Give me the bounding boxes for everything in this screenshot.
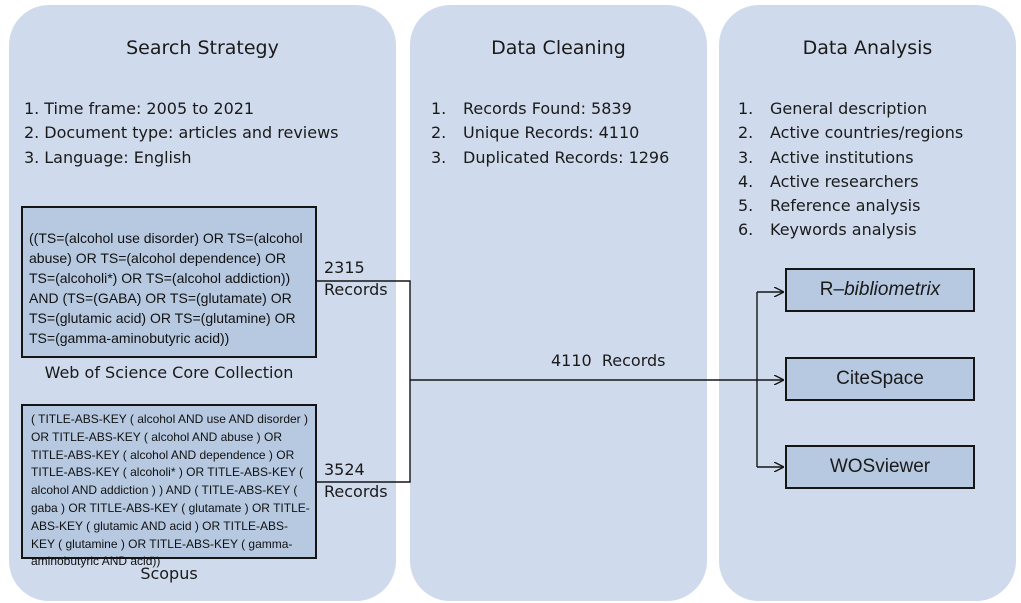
- method-text: Active countries/regions: [770, 123, 964, 143]
- method-item: 4. Active researchers: [738, 170, 1008, 194]
- search-criteria-list: 1.Time frame: 2005 to 2021 2.Document ty…: [24, 97, 384, 170]
- data-cleaning-title: Data Cleaning: [491, 37, 626, 59]
- criteria-text: Time frame: 2005 to 2021: [44, 99, 255, 118]
- merged-count-value: 4110: [551, 351, 592, 370]
- method-number: 4.: [738, 171, 754, 191]
- wos-connector-line: [317, 280, 411, 380]
- scopus-query-box: ( TITLE-ABS-KEY ( alcohol AND use AND di…: [21, 404, 317, 568]
- method-number: 1.: [738, 99, 754, 118]
- search-strategy-title: Search Strategy: [126, 37, 279, 59]
- wos-count-unit: Records: [324, 280, 388, 299]
- method-text: General description: [770, 99, 928, 118]
- analysis-methods-list: 1. General description 2. Active countries…: [738, 97, 1008, 243]
- method-item: 1. General description: [738, 97, 1008, 121]
- criteria-item: 1.Time frame: 2005 to 2021: [24, 97, 384, 121]
- method-number: 5.: [738, 196, 754, 216]
- stats-number: 3.: [431, 147, 447, 167]
- r-bibliometrix-prefix: R–: [819, 279, 845, 300]
- method-text: Active institutions: [770, 147, 914, 167]
- criteria-item: 2.Document type: articles and reviews: [24, 121, 384, 145]
- stats-item: 3. Duplicated Records: 1296: [431, 146, 701, 170]
- method-item: 3. Active institutions: [738, 146, 1008, 170]
- r-bibliometrix-box: R–bibliometrix: [785, 268, 975, 312]
- wos-query-box: ((TS=(alcohol use disorder) OR TS=(alcoh…: [21, 206, 317, 358]
- scopus-source-label: Scopus: [140, 564, 198, 583]
- merged-record-count: 4110 Records: [551, 351, 666, 370]
- stats-text: Duplicated Records: 1296: [463, 147, 670, 167]
- criteria-text: Language: English: [44, 147, 192, 167]
- cleaning-stats-list: 1. Records Found: 5839 2. Unique Records: …: [431, 97, 701, 170]
- method-number: 6.: [738, 220, 754, 240]
- criteria-item: 3.Language: English: [24, 146, 384, 170]
- merged-count-unit: Records: [601, 351, 666, 370]
- method-item: 6. Keywords analysis: [738, 218, 1008, 242]
- stats-number: 1.: [431, 99, 447, 118]
- scopus-count-value: 3524: [324, 460, 365, 479]
- scopus-count-unit: Records: [324, 482, 388, 501]
- data-analysis-title: Data Analysis: [802, 37, 933, 59]
- method-text: Reference analysis: [770, 196, 921, 216]
- stats-number: 2.: [431, 123, 447, 143]
- method-number: 2.: [738, 123, 754, 143]
- citespace-box: CiteSpace: [785, 357, 975, 401]
- scopus-record-count: 3524 Records: [324, 459, 388, 503]
- wos-count-value: 2315: [324, 258, 365, 277]
- stats-item: 1. Records Found: 5839: [431, 97, 701, 121]
- criteria-number: 2.: [24, 123, 40, 143]
- wos-record-count: 2315 Records: [324, 257, 388, 301]
- vosviewer-box: WOSviewer: [785, 445, 975, 489]
- method-item: 2. Active countries/regions: [738, 121, 1008, 145]
- stats-text: Records Found: 5839: [463, 99, 632, 118]
- stats-text: Unique Records: 4110: [463, 123, 640, 143]
- stats-item: 2. Unique Records: 4110: [431, 121, 701, 145]
- method-text: Active researchers: [770, 171, 919, 191]
- wos-source-label: Web of Science Core Collection: [44, 363, 294, 382]
- method-item: 5. Reference analysis: [738, 194, 1008, 218]
- r-bibliometrix-suffix: bibliometrix: [844, 279, 941, 300]
- data-cleaning-panel: Data Cleaning: [410, 5, 707, 601]
- scopus-connector-line: [317, 380, 411, 483]
- criteria-number: 3.: [24, 147, 40, 167]
- method-number: 3.: [738, 147, 754, 167]
- criteria-number: 1.: [24, 99, 40, 118]
- method-text: Keywords analysis: [770, 220, 917, 240]
- criteria-text: Document type: articles and reviews: [44, 123, 339, 143]
